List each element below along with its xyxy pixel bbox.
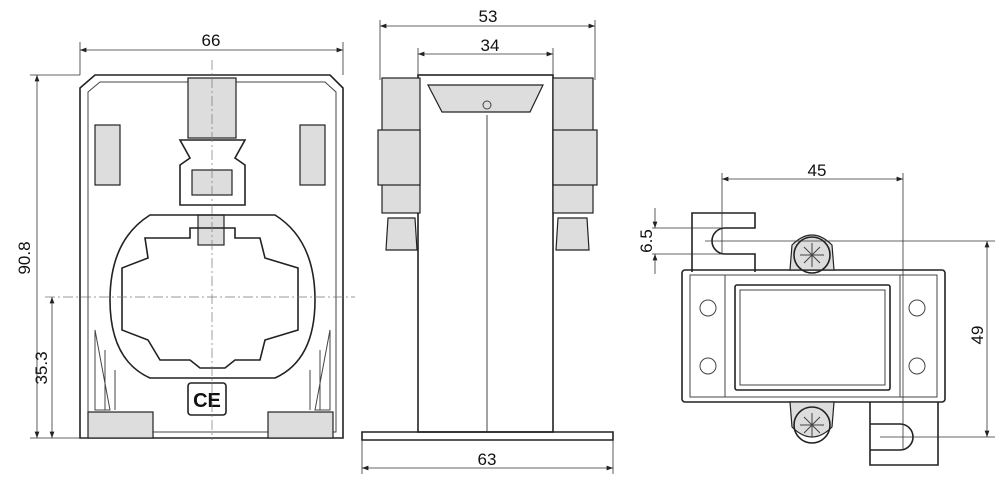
front-view: CE 66 90.8 35.3 bbox=[15, 31, 355, 440]
side-view: 53 34 63 bbox=[361, 7, 614, 474]
dimension-49: 49 bbox=[968, 326, 987, 345]
dimension-45: 45 bbox=[808, 161, 827, 180]
dimension-63: 63 bbox=[478, 450, 497, 469]
dimension-90-8: 90.8 bbox=[15, 241, 34, 274]
dimension-34: 34 bbox=[481, 36, 500, 55]
dimension-53: 53 bbox=[479, 7, 498, 26]
dimension-66: 66 bbox=[202, 31, 221, 50]
ce-mark: CE bbox=[193, 390, 221, 412]
dimension-6-5: 6.5 bbox=[637, 229, 656, 253]
dimension-35-3: 35.3 bbox=[32, 351, 51, 384]
top-view: 45 6.5 49 bbox=[637, 161, 995, 466]
